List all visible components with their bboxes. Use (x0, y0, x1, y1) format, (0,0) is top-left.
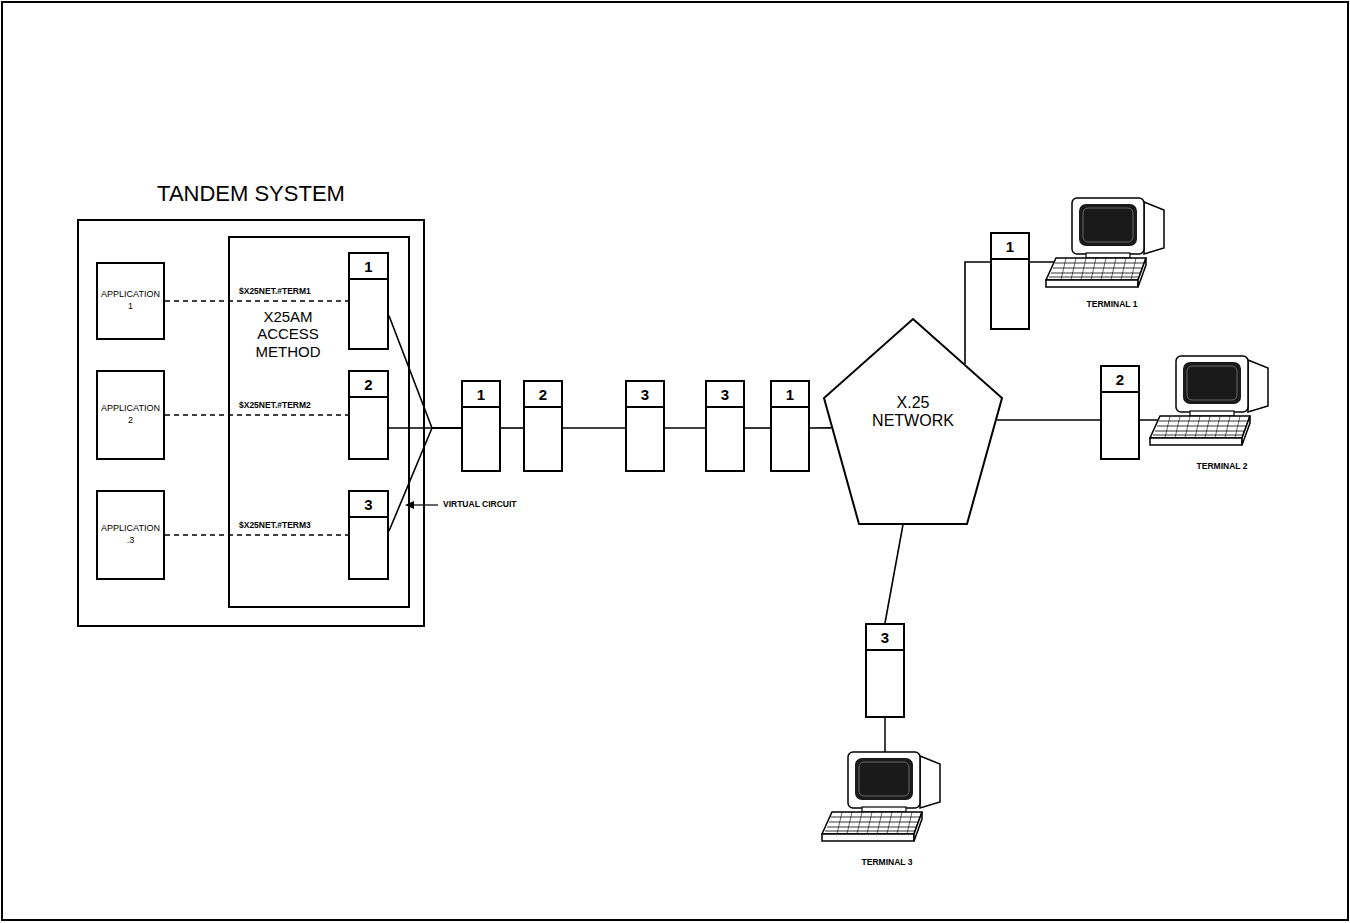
packet-box: 3 (865, 623, 905, 718)
circuit-line (501, 427, 523, 429)
device-name: $X25NET.#TERM1 (238, 286, 312, 296)
packet-number: 1 (772, 382, 808, 408)
packet-box: 2 (523, 380, 563, 472)
logical-link (165, 300, 348, 302)
terminal-icon (1150, 356, 1268, 445)
box-label: APPLICATION 1 (98, 289, 163, 312)
circuit-line (997, 419, 1100, 421)
packet-number: 3 (867, 625, 903, 651)
circuit-line (810, 427, 831, 429)
circuit-line (389, 316, 461, 428)
device-name: $X25NET.#TERM2 (238, 400, 312, 410)
packet-number: 2 (350, 372, 387, 398)
packet-number: 2 (525, 382, 561, 408)
packet-box: 1 (348, 252, 389, 350)
device-name: $X25NET.#TERM3 (238, 520, 312, 530)
circuit-line (389, 428, 461, 531)
box-label: APPLICATION 2 (98, 403, 163, 426)
packet-box: 3 (705, 380, 745, 472)
box-label: APPLICATION .3 (98, 523, 163, 546)
box-label: X.25 NETWORK (868, 394, 958, 431)
terminal-wire (1030, 261, 1054, 263)
circuit-line (665, 427, 705, 429)
packet-number: 3 (350, 492, 387, 518)
circuit-line (563, 427, 625, 429)
terminal-wire (884, 718, 886, 752)
application-box: APPLICATION 2 (96, 370, 165, 460)
packet-box: 2 (1100, 365, 1140, 460)
packet-number: 3 (627, 382, 663, 408)
packet-box: 2 (348, 370, 389, 460)
packet-number: 1 (350, 254, 387, 280)
pointer-line (412, 504, 438, 505)
box-heading: TANDEM SYSTEM (79, 181, 423, 207)
terminal-label: TERMINAL 3 (861, 857, 914, 867)
packet-number: 1 (463, 382, 499, 408)
packet-number: 1 (992, 234, 1028, 260)
callout-label: VIRTUAL CIRCUIT (442, 499, 518, 509)
system-box: TANDEM SYSTEMAPPLICATION 1APPLICATION 2A… (77, 219, 425, 627)
packet-box: 3 (625, 380, 665, 472)
circuit-line (745, 427, 770, 429)
circuit-line (965, 262, 990, 364)
terminal-wire (1140, 419, 1158, 421)
terminal-icon (822, 752, 940, 841)
packet-box: 3 (348, 490, 389, 580)
box-label: X25AM ACCESS METHOD (238, 308, 338, 360)
packet-box: 1 (990, 232, 1030, 330)
terminal-icon (1046, 198, 1164, 287)
circuit-line (885, 525, 903, 623)
application-box: APPLICATION 1 (96, 262, 165, 340)
packet-box: 1 (770, 380, 810, 472)
logical-link (165, 534, 348, 536)
packet-number: 2 (1102, 367, 1138, 393)
terminal-label: TERMINAL 1 (1086, 299, 1139, 309)
pentagon-outline (824, 319, 1002, 524)
packet-box: 1 (461, 380, 501, 472)
terminal-label: TERMINAL 2 (1196, 461, 1249, 471)
logical-link (165, 414, 348, 416)
application-box: APPLICATION .3 (96, 490, 165, 580)
packet-number: 3 (707, 382, 743, 408)
network-pentagon: X.25 NETWORK (823, 318, 1003, 525)
